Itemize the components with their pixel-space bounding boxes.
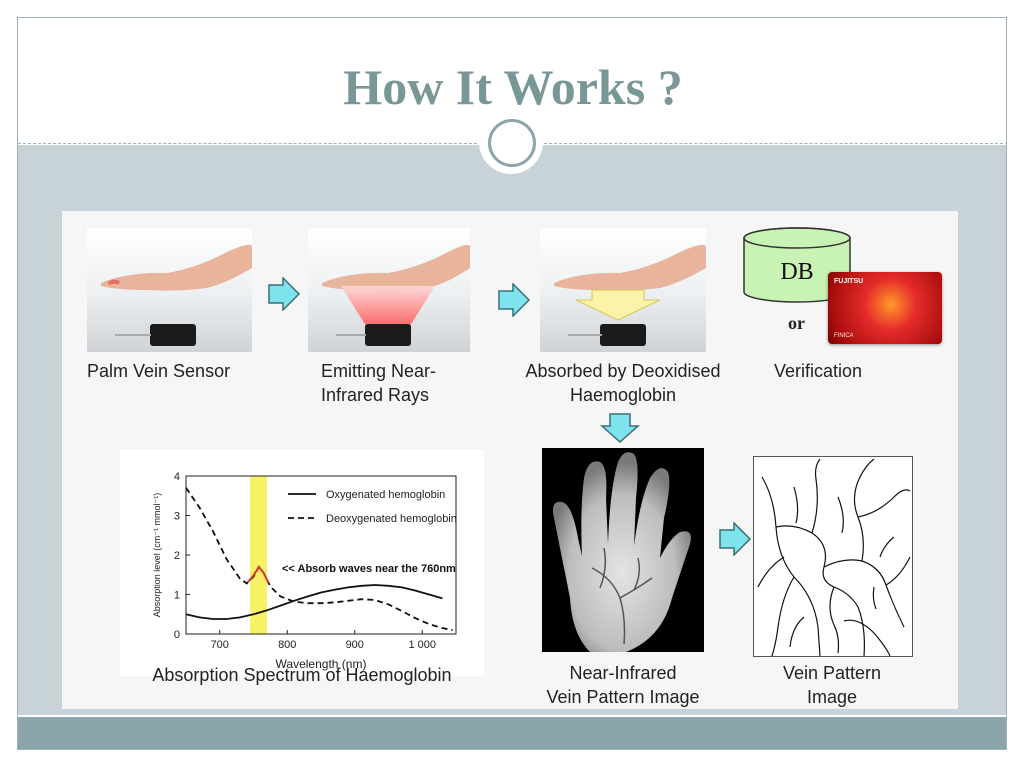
absorption-chart-svg: 700 800 900 1 000 0 1 2 3 4 Oxygenated hemoglobi…: [152, 471, 457, 671]
emitting-caption: Emitting Near- Infrared Rays: [321, 359, 436, 407]
db-label: DB: [780, 259, 813, 285]
vein-lines-icon: [757, 458, 911, 657]
absorption-chart: 700 800 900 1 000 0 1 2 3 4 Oxygenated hemoglobi…: [120, 450, 484, 676]
chart-peak-marker: [247, 565, 270, 584]
chart-series-line: [185, 584, 443, 620]
sensor-caption: Palm Vein Sensor: [87, 361, 231, 381]
absorbed-caption: Absorbed by Deoxidised Haemoglobin: [512, 359, 734, 407]
database-icon: DB: [743, 227, 851, 303]
chart-y-tick-label: 4: [174, 471, 180, 483]
chart-highlight-band: [250, 476, 267, 634]
hand-icon: [322, 244, 470, 291]
emitting-caption-line1: Emitting Near-: [321, 361, 437, 381]
chart-series-line: [185, 487, 453, 631]
card-brand: FUJITSU: [834, 278, 864, 285]
slide-title: How It Works ?: [343, 59, 683, 115]
id-card: FUJITSU FINICA: [828, 272, 942, 344]
sensor-cable: [115, 334, 151, 336]
emitting-caption-line2: Infrared Rays: [321, 385, 430, 405]
chart-legend-label: Deoxygenated hemoglobin: [326, 513, 457, 525]
hand-icon: [554, 244, 706, 321]
vein-caption-line2: Image: [806, 687, 858, 707]
chart-x-tick-label: 900: [346, 639, 364, 651]
chart-x-tick-label: 800: [278, 639, 296, 651]
emitting-photo: [308, 228, 470, 352]
nir-vein-image: [542, 448, 704, 652]
sensor-device: [150, 324, 196, 346]
chart-x-label: Wavelength (nm): [276, 657, 367, 671]
sensor-cable: [568, 334, 602, 336]
slide: How It Works ?: [17, 17, 1007, 750]
chart-y-tick-label: 0: [174, 629, 180, 641]
sensor-device: [365, 324, 411, 346]
verification-caption: Verification: [774, 361, 863, 381]
chart-y-tick-label: 2: [174, 550, 180, 562]
vein-caption: Vein Pattern Image: [742, 661, 922, 709]
absorbed-caption-line2: Haemoglobin: [569, 385, 677, 405]
vein-pattern-image: [753, 456, 913, 657]
sensor-device: [600, 324, 646, 346]
absorbed-caption-line1: Absorbed by Deoxidised: [525, 361, 721, 381]
footer-bar: [18, 717, 1006, 749]
card-name: FINICA: [834, 333, 854, 339]
arrow-down-icon: [600, 413, 640, 444]
arrow-right-icon: [268, 277, 301, 311]
chart-y-tick-label: 1: [174, 590, 180, 602]
nir-caption-line1: Near-Infrared: [569, 663, 677, 683]
absorbed-photo: [540, 228, 706, 352]
chart-annotation: << Absorb waves near the 760nm: [282, 563, 456, 575]
chart-y-tick-label: 3: [174, 511, 180, 523]
or-label: or: [788, 313, 805, 333]
chart-y-label: Absorption level (cm⁻¹ mmol⁻¹): [152, 493, 162, 618]
sensor-cable: [336, 334, 366, 336]
arrow-right-icon: [719, 522, 752, 556]
hand-icon: [101, 244, 252, 291]
nir-caption-line2: Vein Pattern Image: [546, 687, 700, 707]
vein-caption-line1: Vein Pattern: [782, 663, 882, 683]
sensor-photo: [87, 228, 252, 352]
arrow-right-icon: [498, 283, 531, 317]
chart-x-tick-label: 700: [211, 639, 229, 651]
palm-xray-icon: [553, 452, 691, 652]
chart-x-tick-label: 1 000: [408, 639, 436, 651]
chart-caption: Absorption Spectrum of Haemoglobin: [152, 665, 452, 685]
nir-caption: Near-Infrared Vein Pattern Image: [518, 661, 728, 709]
chart-legend-label: Oxygenated hemoglobin: [326, 489, 445, 501]
ring-ornament-icon: [484, 115, 538, 169]
